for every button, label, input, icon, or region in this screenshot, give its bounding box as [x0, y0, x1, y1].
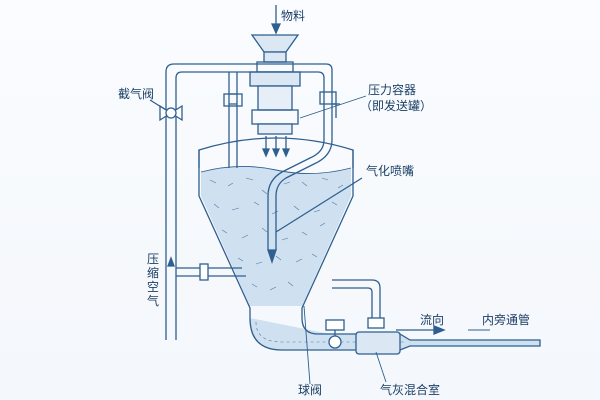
label-compressed-air: 压缩空气: [146, 252, 159, 308]
label-flow-direction: 流向: [420, 313, 445, 327]
leader-lines: [299, 95, 490, 385]
compressed-air-arrow: [167, 256, 175, 267]
label-ball-valve: 球阀: [298, 383, 323, 397]
bottom-air-branch: [176, 263, 246, 281]
label-mixing-chamber: 气灰混合室: [380, 383, 441, 397]
air-supply-piping: [165, 63, 337, 340]
stop-valve: [149, 99, 183, 122]
flow-direction-arrow: [396, 325, 446, 335]
label-inner-bypass-pipe: 内旁通管: [482, 313, 531, 327]
material-inlet-arrow: [270, 5, 282, 35]
label-aeration-nozzle: 气化喷嘴: [366, 164, 415, 178]
label-material: 物料: [281, 9, 306, 23]
ball-valve: [325, 319, 345, 349]
feed-hopper: [249, 34, 301, 135]
air-jet-arrows: [262, 136, 290, 158]
mixing-chamber: [355, 331, 401, 355]
label-vessel-note: （即发送罐）: [360, 99, 433, 113]
label-stop-valve: 截气阀: [118, 87, 155, 101]
nozzle-arrow: [267, 177, 363, 265]
label-pressure-vessel: 压力容器: [368, 83, 417, 97]
